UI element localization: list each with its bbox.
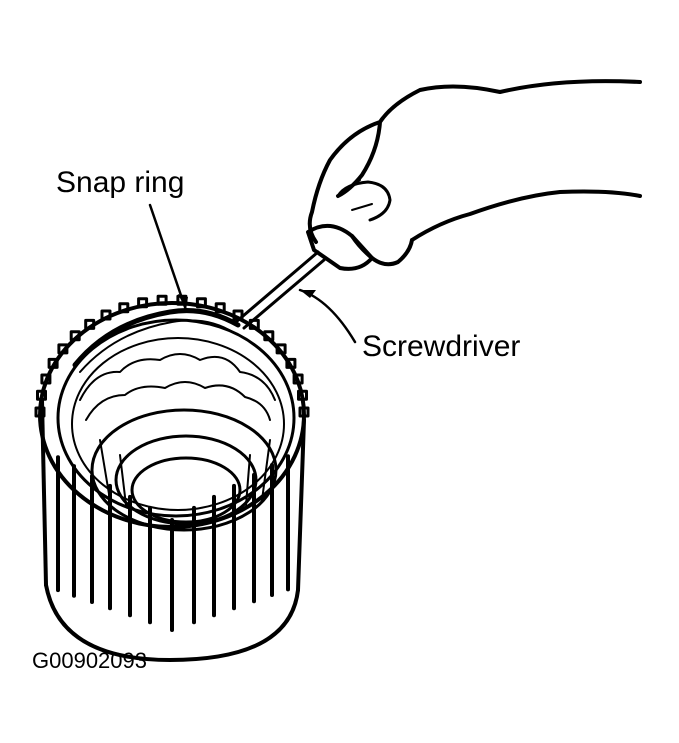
- clutch-drum: [34, 294, 310, 662]
- snap-ring-groove: [71, 337, 285, 511]
- drum-right-side: [296, 418, 306, 592]
- drum-bottom-edge: [44, 583, 300, 662]
- drum-inner-rim: [56, 318, 296, 518]
- screwdriver-leader-line: [298, 288, 357, 344]
- screwdriver-label: Screwdriver: [362, 330, 521, 363]
- rim-tooth: [275, 343, 287, 355]
- snap-ring-edge: [79, 319, 235, 373]
- rim-tooth: [285, 357, 297, 369]
- screwdriver-shaft: [234, 250, 326, 330]
- screwdriver-leader-arrow: [300, 290, 316, 298]
- rim-tooth: [84, 318, 96, 330]
- rim-tooth: [118, 302, 130, 314]
- drum-left-side: [40, 398, 48, 587]
- hub-outer: [90, 408, 278, 532]
- rim-tooth: [57, 343, 69, 355]
- snap-ring-leader-arrow: [178, 294, 188, 310]
- rim-tooth: [298, 406, 310, 418]
- clutch-plate-wave-2: [85, 381, 271, 421]
- finger-crease: [344, 179, 373, 211]
- hub-middle: [114, 434, 258, 526]
- snap-ring-lifted-section: [72, 308, 241, 368]
- rim-tooth: [137, 297, 149, 309]
- rim-tooth: [214, 302, 226, 314]
- rim-tooth: [69, 330, 81, 342]
- snap-ring-label: Snap ring: [56, 166, 185, 199]
- rim-tooth: [297, 389, 308, 401]
- snap-ring: [72, 308, 241, 373]
- clutch-plate-wave-1: [79, 353, 276, 401]
- rim-tooth: [292, 373, 304, 385]
- hand: [307, 79, 642, 267]
- screwdriver: [234, 224, 374, 330]
- hub-inner: [130, 456, 242, 524]
- figure-id-label: G00902093: [32, 648, 147, 673]
- rim-tooth: [195, 297, 207, 309]
- rim-tooth: [40, 373, 52, 385]
- rim-tooth: [263, 330, 275, 342]
- snap-ring-leader-line: [148, 203, 188, 312]
- hand-outline: [307, 79, 642, 267]
- rim-tooth: [47, 357, 59, 369]
- hub-shading: [99, 439, 271, 506]
- rim-tooth: [156, 294, 168, 306]
- thumb: [336, 180, 392, 222]
- leader-lines: [148, 203, 357, 344]
- drum-rim-teeth: [34, 294, 310, 418]
- rim-tooth: [100, 309, 112, 321]
